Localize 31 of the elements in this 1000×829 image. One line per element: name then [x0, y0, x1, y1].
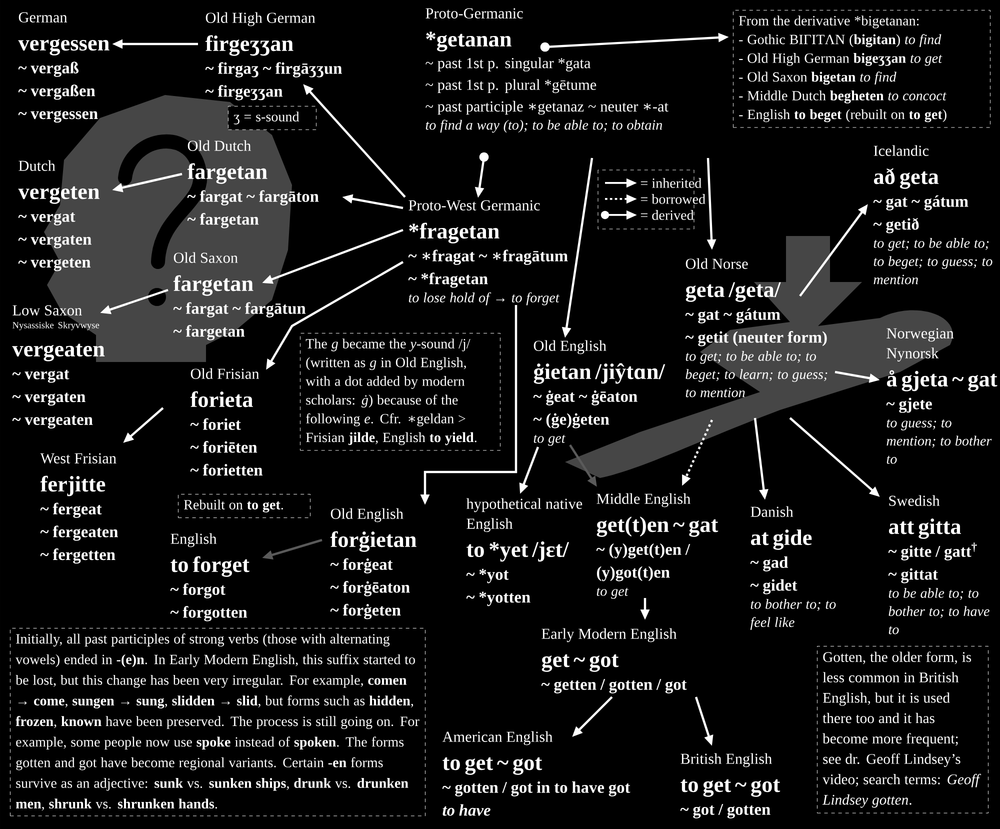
word-entry: Old High German firgeʒʒan ~ firgaʒ ~ firgāʒʒun ~ firgeʒʒan: [205, 12, 342, 100]
word-entry: Proto-West Germanic *fragetan ~ ∗fragat ~ ∗fragātum ~ *fragetan to lose hold of → to forget: [408, 200, 568, 306]
word-entry: Early Modern English get ~ got ~ getten / gotten / got: [541, 628, 687, 694]
word-entry: Old Dutch fargetan ~ fargat ~ fargāton ~ fargetan: [187, 140, 319, 228]
note-box: ʒ = s-sound: [228, 106, 316, 130]
word-entry: American English to get ~ got ~ gotten / got in to have got to have: [442, 731, 630, 816]
word-entry: West Frisian ferjitte ~ fergeat ~ fergeaten ~ fergetten: [40, 453, 118, 564]
word-entry: Icelandic að geta ~ gat ~ gátum ~ getið to get; to be able to; to beget; to guess; to mention: [873, 145, 992, 284]
legend-label: = inherited: [640, 178, 702, 188]
note-box: Gotten, the older form, is less common in British English, but it is used there too and it has become more frequent; see dr. Geoff Lindsey’s video; search terms: Geoff Lindsey gotten.: [817, 646, 988, 814]
note-box: Rebuilt on to get.: [178, 494, 310, 518]
word-entry: Proto-Germanic *getanan ~ past 1st p. singular *gata ~ past 1st p. plural *gētume ~ past participle ∗getanaz ~ neuter ∗-at to find a way (to); to be able to; to obtain: [426, 8, 668, 133]
word-entry: Old Norse geta /geta/ ~ gat ~ gátum ~ getit (neuter form) to get; to be able to; to beget; to learn; to guess; to mention: [685, 258, 828, 398]
word-entry: Middle English get(t)en ~ gat ~ (y)get(t)en / (y)got(t)en to get: [596, 493, 718, 599]
word-entry: German vergessen ~ vergaß ~ vergaßen ~ vergessen: [18, 12, 110, 123]
word-entry: Dutch vergeten ~ vergat ~ vergaten ~ vergeten: [18, 160, 100, 272]
word-entry: Old English ġietan /jiŷtɑn/ ~ ġeat ~ ġēaton ~ (ġe)ġeten to get: [533, 340, 666, 446]
word-entry: British English to get ~ got ~ got / gotten: [680, 753, 780, 818]
word-entry: English to forget ~ forgot ~ forgotten: [170, 533, 250, 622]
word-entry: Old English forġietan ~ forġeat ~ forġēaton ~ forġeten: [330, 508, 416, 620]
legend-label: = derived: [640, 210, 694, 220]
word-entry: Old Frisian forieta ~ foriet ~ foriēten ~ forietten: [190, 368, 263, 476]
word-entry: Danish at gide ~ gad ~ gidet to bother to; to feel like: [750, 506, 836, 630]
word-entry: hypothetical native English to *yet /jɛt/ ~ *yot ~ *yotten: [466, 498, 582, 606]
legend-label: = borrowed: [640, 194, 706, 204]
word-entry: Norwegian Nynorsk å gjeta ~ gat ~ gjete to guess; to mention; to bother to: [886, 328, 998, 464]
note-box: The g became the y-sound /j/ (written as g in Old English, with a dot added by modern scholars: ġ) because of the following e. Cfr. ∗geldan > Frisian jilde, English to yield.: [300, 333, 500, 451]
note-box: Initially, all past participles of strong verbs (those with alternating vowels) ended in -(e)n. In Early Modern English, this suffix started to be lost, but this change has been very irregular. For example, comen → come, sungen → sung, slidden → slid, but forms such as hidden, frozen, known have been preserved. The process is still going on. For example, some people now use spoke instead of spoken. The forms gotten and got have become regional variants. Certain -en forms survive as an adjective: sunk vs. sunken ships, drunk vs. drunken men, shrunk vs. shrunken hands.: [10, 628, 426, 816]
word-entry: Swedish att gitta ~ gitte / gatt$^{†}$ ~ gittat to be able to; to bother to; to have to: [888, 495, 990, 634]
note-box: From the derivative *bigetanan: - Gothic BIΓITΛN (bigitan) to find - Old High German bigeʒʒan to get - Old Saxon bigetan to find - Middle Dutch begheten to concoct - English to beget (rebuilt on to get): [733, 10, 990, 128]
word-entry: Low Saxon Nysassiske Skryvwyse vergeaten ~ vergat ~ vergaten ~ vergeaten: [12, 305, 105, 428]
